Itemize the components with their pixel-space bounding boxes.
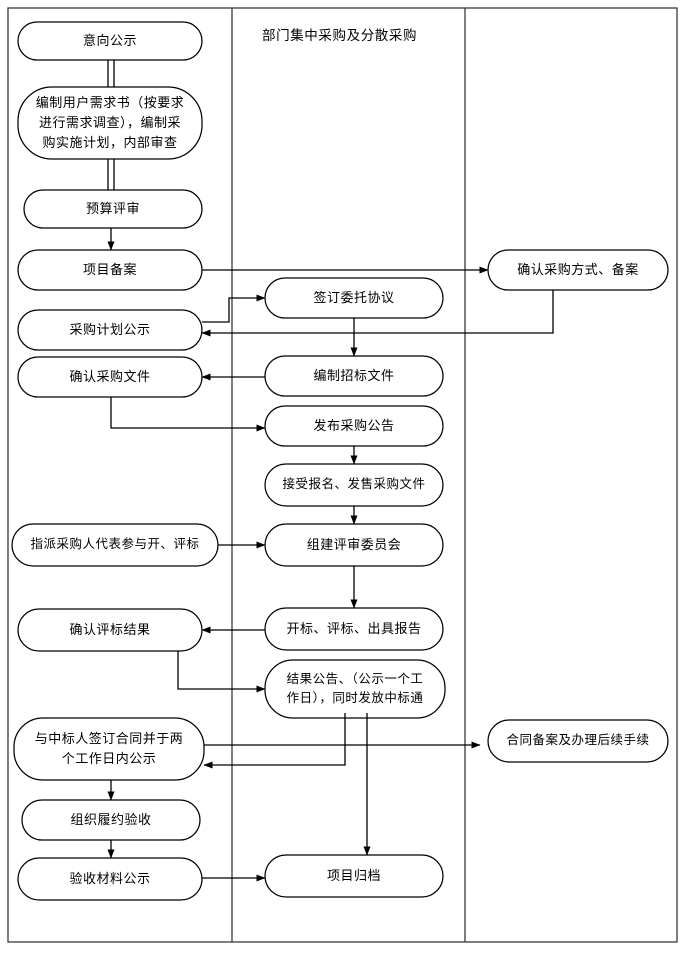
node-shape-n9 <box>13 717 205 781</box>
node-shapes <box>11 21 669 901</box>
node-shape-n7 <box>11 523 219 567</box>
edge-layer <box>107 60 554 882</box>
node-shape-n10 <box>21 799 201 841</box>
node-shape-n3 <box>23 189 203 229</box>
edge-n2-n3 <box>107 159 115 190</box>
node-shape-m3 <box>264 405 444 447</box>
node-shape-m2 <box>264 355 444 397</box>
node-shape-r2 <box>487 719 669 763</box>
node-shape-n6 <box>17 356 203 398</box>
node-shape-m6 <box>264 607 444 651</box>
node-shape-n8 <box>17 608 203 652</box>
edge-r1-n5 <box>201 290 554 337</box>
node-shape-n4 <box>17 249 203 291</box>
node-shape-n5 <box>17 309 203 351</box>
node-shape-n2 <box>17 86 203 160</box>
node-shape-m4 <box>264 463 444 507</box>
edge-n5-m1 <box>202 294 266 323</box>
lane-title-middle: 部门集中采购及分散采购 <box>262 28 418 43</box>
lane-frame <box>7 7 678 943</box>
node-shape-n11 <box>17 857 203 901</box>
node-shape-m7 <box>264 659 446 719</box>
node-shape-r1 <box>487 249 669 291</box>
node-shape-m5 <box>264 523 444 567</box>
edge-m7-n9 <box>203 713 346 769</box>
node-shape-m1 <box>264 277 444 319</box>
edge-n6-m3 <box>110 397 266 432</box>
node-shape-m8 <box>264 854 444 898</box>
edge-n8-m7 <box>177 651 266 693</box>
edge-n1-n2 <box>107 60 115 87</box>
node-shape-n1 <box>17 21 203 61</box>
